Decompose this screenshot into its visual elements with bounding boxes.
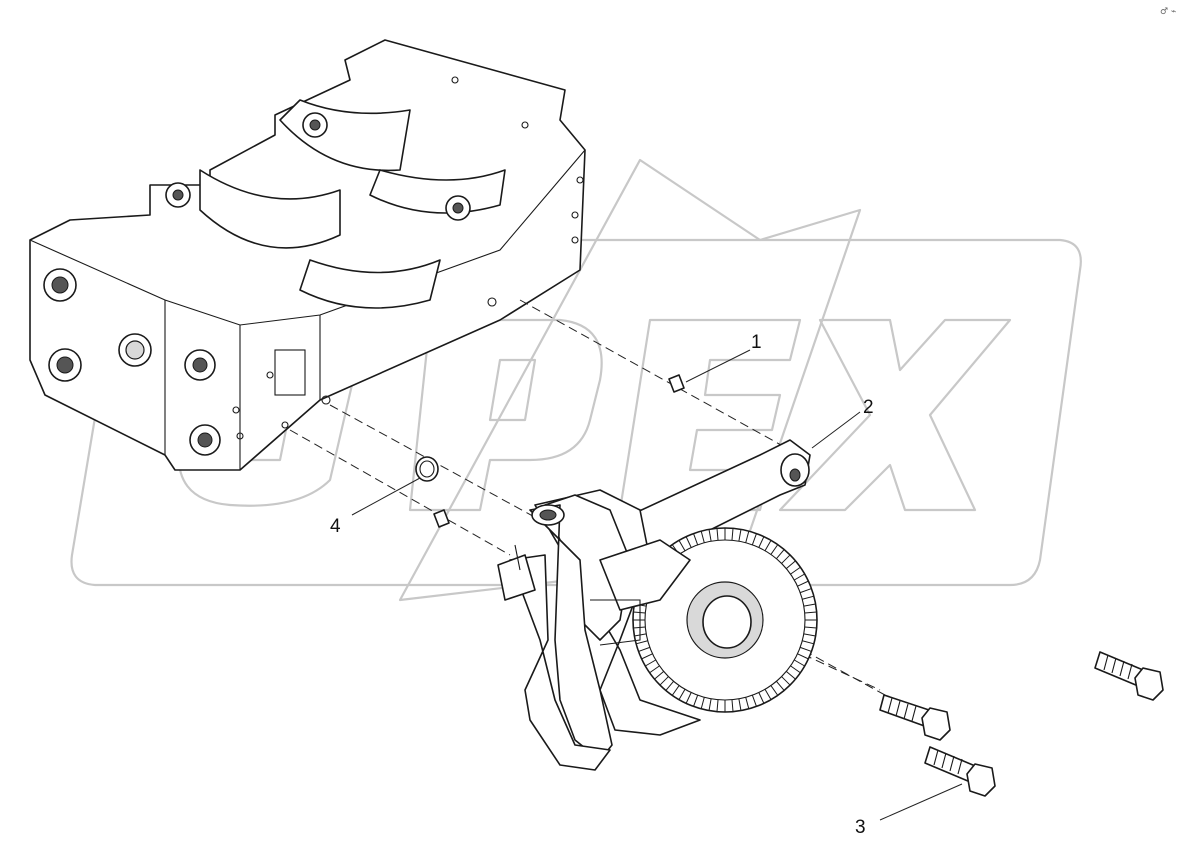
gear-tooth: [654, 671, 665, 680]
bolt-3: [1094, 651, 1164, 701]
gear-tooth: [800, 588, 812, 594]
gear-tooth: [716, 699, 719, 712]
gear-teeth: [633, 528, 817, 712]
leader-lines: [351, 349, 963, 821]
gear-tooth: [781, 676, 791, 686]
gear-tooth: [700, 531, 705, 543]
gear-tooth: [685, 536, 692, 548]
gear-tooth: [745, 531, 750, 543]
bolt-1: [879, 694, 951, 741]
gear-tooth: [633, 611, 646, 614]
callout-4: 4: [330, 516, 341, 537]
gear-tooth: [700, 697, 705, 709]
gear-tooth: [751, 533, 757, 545]
gear-tooth: [716, 528, 719, 541]
gear-tooth: [645, 659, 656, 667]
gear-tooth: [785, 671, 796, 680]
gear-tooth: [659, 676, 669, 686]
gear-tooth: [802, 595, 814, 600]
gear-tooth: [804, 626, 817, 629]
gear-tooth: [800, 646, 812, 652]
gear-tooth: [802, 640, 814, 645]
seal-ring: [415, 456, 439, 482]
gear-tooth: [797, 580, 809, 587]
gear-tooth: [794, 659, 805, 667]
gear-tooth: [638, 646, 650, 652]
gear-tooth: [797, 653, 809, 660]
gear-tooth: [738, 698, 742, 711]
gear-tooth: [685, 692, 692, 704]
gear-tooth: [649, 665, 660, 674]
corner-mark: ♂ ⌁: [1160, 7, 1176, 17]
gear-tooth: [804, 611, 817, 614]
dowel-pin-lower: [433, 509, 450, 528]
gear-tooth: [745, 697, 750, 709]
gear-tooth: [693, 695, 699, 707]
gear-tooth: [790, 665, 801, 674]
gear-tooth: [770, 685, 779, 696]
callout-2: 2: [863, 397, 874, 418]
gear-tooth: [731, 528, 734, 541]
gear-tooth: [751, 695, 757, 707]
gear-tooth: [708, 529, 712, 542]
gear-tooth: [708, 698, 712, 711]
callout-3: 3: [855, 817, 866, 838]
dowel-pin-upper: [668, 374, 685, 393]
gear-tooth: [636, 640, 648, 645]
engine-block: [29, 39, 586, 471]
gear-tooth: [693, 533, 699, 545]
oil-pump-assembly: [497, 439, 818, 771]
gear-tooth: [758, 536, 765, 548]
callout-1: 1: [751, 332, 762, 353]
gear-tooth: [776, 680, 785, 691]
gear-tooth: [671, 685, 680, 696]
gear-tooth: [678, 689, 686, 700]
gear-tooth: [803, 633, 816, 637]
gear-tooth: [738, 529, 742, 542]
gear-tooth: [764, 689, 772, 700]
gear-tooth: [785, 560, 796, 569]
gear-tooth: [641, 653, 653, 660]
gear-tooth: [764, 540, 772, 551]
gear-tooth: [776, 549, 785, 560]
gear-tooth: [781, 554, 791, 564]
gear-tooth: [790, 566, 801, 575]
gear-tooth: [770, 544, 779, 555]
gear-tooth: [678, 540, 686, 551]
bolt-2: [924, 746, 996, 797]
gear-tooth: [633, 626, 646, 629]
gear-tooth: [794, 573, 805, 581]
gear-tooth: [665, 680, 674, 691]
gear-tooth: [731, 699, 734, 712]
gear-tooth: [803, 603, 816, 607]
gear-tooth: [758, 692, 765, 704]
